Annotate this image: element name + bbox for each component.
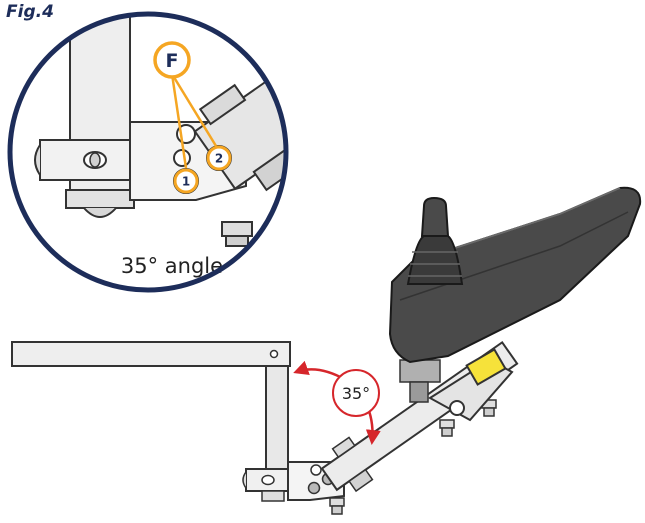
angle-badge-text: 35° <box>342 384 370 403</box>
screw-2-badge <box>206 145 232 171</box>
angle-badge-circle <box>332 369 380 417</box>
lower-clamp-knob <box>242 471 247 489</box>
lower-clamp-slot <box>261 474 275 486</box>
angle-indicator: 35° <box>293 360 381 445</box>
screw-1-badge <box>173 168 199 194</box>
figure-label: Fig.4 <box>6 2 54 22</box>
detail-mid-hole <box>173 149 191 167</box>
controller-stem <box>409 381 429 403</box>
joystick-knob <box>420 196 450 237</box>
main-assembly <box>11 186 642 515</box>
horizontal-bar-hole <box>269 349 279 359</box>
detail-post-foot <box>83 207 117 218</box>
arm-nut-stacks <box>329 399 497 515</box>
detail-post-cap <box>65 189 135 209</box>
vertical-post <box>265 365 289 479</box>
callout-leader-2 <box>170 73 218 147</box>
screw-1-label: 1 <box>182 175 190 189</box>
plate-screw-1 <box>307 481 321 495</box>
joystick-boot <box>406 235 464 285</box>
callout-leader-1 <box>170 73 188 169</box>
detail-clamp-bolt <box>89 152 101 168</box>
post-end-cap <box>261 490 285 502</box>
detail-nut-stack <box>221 221 253 247</box>
horizontal-bar <box>11 341 291 367</box>
detail-magnifier: F 1 2 35° angle <box>7 11 289 293</box>
controller-mount <box>399 359 441 383</box>
plate-hole <box>310 464 322 476</box>
angle-caption: 35° angle <box>121 254 223 278</box>
joystick-controller <box>388 186 642 364</box>
callout-f-text: F <box>166 50 179 72</box>
bracket-pivot <box>449 400 465 416</box>
screw-2-label: 2 <box>215 152 223 166</box>
detail-clamp-knob <box>34 144 41 176</box>
callout-f-badge <box>153 41 191 79</box>
yellow-plate <box>465 348 507 386</box>
controller-body <box>388 186 642 364</box>
detail-circle-border <box>7 11 289 293</box>
